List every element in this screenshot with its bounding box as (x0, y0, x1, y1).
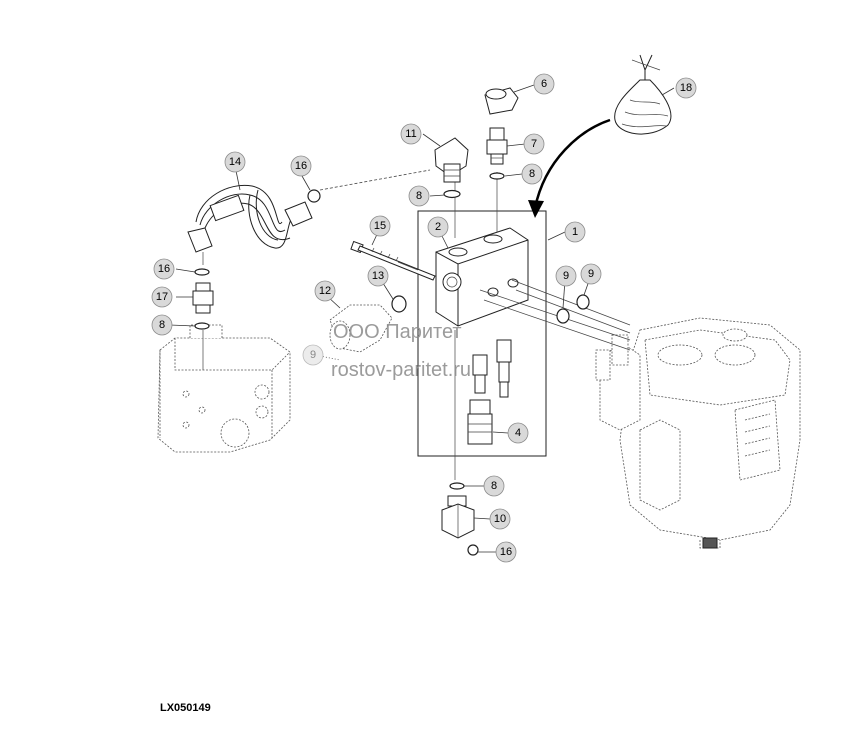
leader-lines (169, 84, 675, 553)
adapter-17 (192, 282, 214, 314)
svg-text:8: 8 (416, 190, 422, 202)
svg-text:6: 6 (541, 78, 547, 90)
callout-16-bottom: 16 (495, 541, 517, 563)
fitting-10 (441, 495, 475, 539)
svg-text:16: 16 (295, 160, 307, 172)
svg-text:8: 8 (159, 319, 165, 331)
oring-8-left (194, 322, 210, 330)
cap-6 (484, 87, 519, 115)
svg-text:16: 16 (158, 263, 170, 275)
svg-text:14: 14 (229, 156, 241, 168)
callout-13: 13 (367, 265, 389, 287)
callout-7: 7 (523, 133, 545, 155)
callout-4: 4 (507, 422, 529, 444)
valve-block-frame (417, 210, 547, 457)
cartridge-valves (467, 339, 512, 445)
callout-17: 17 (151, 286, 173, 308)
callout-1: 1 (564, 221, 586, 243)
svg-text:13: 13 (372, 270, 384, 282)
svg-text:2: 2 (435, 221, 441, 233)
svg-text:8: 8 (529, 168, 535, 180)
oring-9b (576, 294, 590, 310)
callout-16-left: 16 (153, 258, 175, 280)
callout-10: 10 (489, 508, 511, 530)
oring-13 (391, 295, 407, 313)
svg-text:9: 9 (563, 270, 569, 282)
callout-12: 12 (314, 280, 336, 302)
assembly-arrow (533, 118, 611, 209)
elbow-12 (329, 304, 393, 353)
svg-text:9: 9 (310, 349, 316, 361)
callout-9-mid: 9 (555, 265, 577, 287)
oring-16-left (194, 268, 210, 276)
oring-16-bottom (467, 544, 479, 556)
callout-8-left: 8 (151, 314, 173, 336)
bag-18 (614, 54, 672, 135)
callout-16-hose: 16 (290, 155, 312, 177)
svg-text:10: 10 (494, 513, 506, 525)
callout-8-bottom: 8 (483, 475, 505, 497)
svg-text:12: 12 (319, 285, 331, 297)
svg-text:17: 17 (156, 291, 168, 303)
hydraulic-pump-right (595, 317, 801, 549)
callout-18: 18 (675, 77, 697, 99)
bolt-15 (350, 240, 436, 281)
svg-text:4: 4 (515, 427, 521, 439)
callout-11: 11 (400, 123, 422, 145)
valve-block (435, 227, 529, 327)
figure-id: LX050149 (160, 702, 211, 714)
callout-9-right: 9 (580, 263, 602, 285)
oring-9a (556, 308, 570, 324)
callout-6: 6 (533, 73, 555, 95)
oring-8-right (489, 172, 505, 180)
oring-16-hose (307, 189, 321, 203)
callout-2: 2 (427, 216, 449, 238)
watermark-company: ООО Паритет (333, 321, 462, 343)
elbow-fitting-11 (434, 137, 469, 183)
svg-text:18: 18 (680, 82, 692, 94)
adapter-7 (486, 127, 508, 165)
steering-unit-left (157, 324, 291, 453)
callout-8-top-right: 8 (521, 163, 543, 185)
svg-text:15: 15 (374, 220, 386, 232)
oring-8-bottom (449, 482, 465, 490)
svg-text:8: 8 (491, 480, 497, 492)
svg-text:9: 9 (588, 268, 594, 280)
callout-15: 15 (369, 215, 391, 237)
svg-text:7: 7 (531, 138, 537, 150)
svg-text:11: 11 (405, 128, 416, 140)
watermark-url: rostov-paritet.ru (331, 359, 471, 381)
oring-8-top (443, 189, 461, 199)
hose-14 (187, 184, 313, 253)
callout-14: 14 (224, 151, 246, 173)
svg-text:1: 1 (572, 226, 578, 238)
callout-9-left: 9 (302, 344, 324, 366)
callout-8-top-left: 8 (408, 185, 430, 207)
svg-text:16: 16 (500, 546, 512, 558)
